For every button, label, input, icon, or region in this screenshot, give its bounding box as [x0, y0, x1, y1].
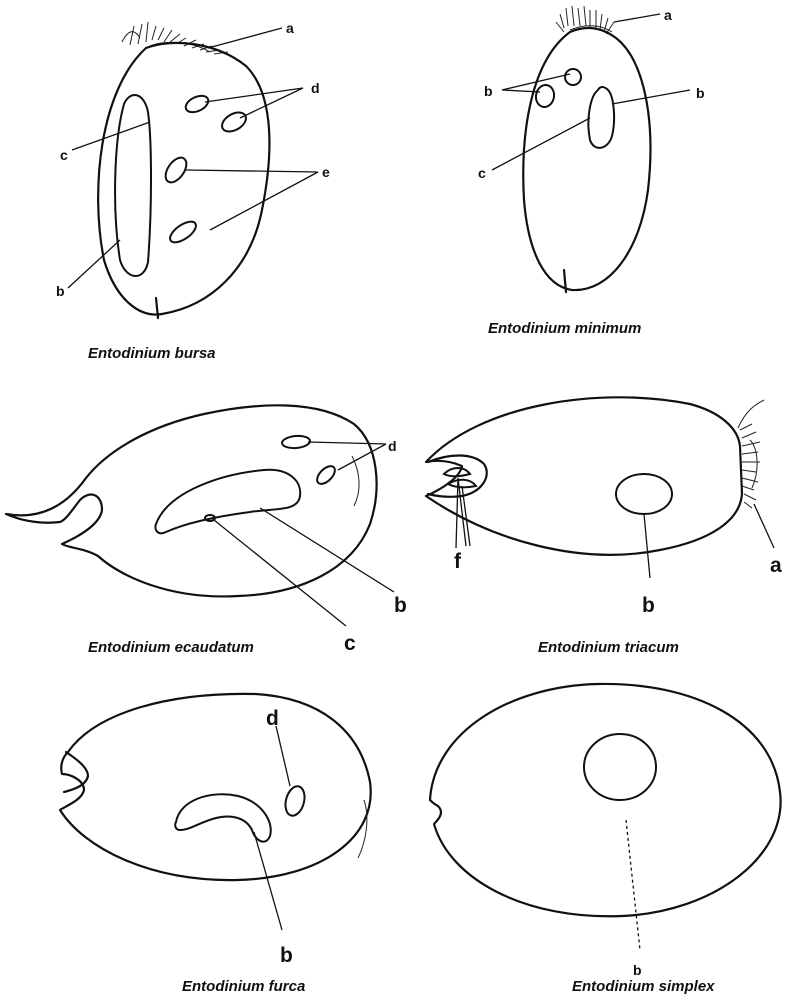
caption-minimum: Entodinium minimum	[488, 320, 641, 337]
label-c: c	[344, 632, 356, 655]
leader-lines	[254, 726, 290, 930]
label-d: d	[311, 80, 320, 96]
cell-outline	[98, 43, 269, 315]
label-d: d	[266, 707, 279, 730]
label-d: d	[388, 438, 397, 454]
label-b-left: b	[484, 83, 493, 99]
panel-entodinium-bursa: a d c e b Entodinium bursa	[56, 20, 330, 362]
organelle-b-2	[534, 84, 556, 109]
leader-lines	[492, 14, 690, 170]
caption-ecaudatum: Entodinium ecaudatum	[88, 639, 254, 656]
caption-furca: Entodinium furca	[182, 978, 305, 995]
label-b: b	[280, 944, 293, 967]
macronucleus	[616, 474, 672, 514]
panel-entodinium-ecaudatum: d b c Entodinium ecaudatum	[6, 405, 407, 656]
label-f: f	[454, 550, 462, 573]
panel-entodinium-triacum: f b a Entodinium triacum	[426, 397, 782, 656]
organelle-d	[282, 784, 307, 818]
label-b: b	[633, 962, 642, 978]
cell-outline	[523, 28, 650, 290]
macronucleus	[588, 87, 614, 148]
organelle-b-1	[565, 69, 581, 85]
label-b: b	[56, 283, 65, 299]
macronucleus	[175, 794, 271, 841]
cell-outline	[430, 684, 781, 916]
organelle-d-2	[314, 463, 338, 487]
label-e: e	[322, 164, 330, 180]
leader-lines	[68, 28, 318, 288]
cilia-fringe-icon	[352, 456, 359, 506]
panel-entodinium-furca: d b Entodinium furca	[60, 694, 371, 995]
panel-entodinium-minimum: a b b c Entodinium minimum	[478, 6, 705, 337]
cilia-tuft-icon	[556, 6, 614, 34]
label-b: b	[642, 594, 655, 617]
cell-outline	[6, 405, 377, 596]
label-c: c	[60, 147, 68, 163]
leader-lines	[214, 442, 394, 626]
caption-triacum: Entodinium triacum	[538, 639, 679, 656]
leader-lines	[456, 478, 774, 578]
label-a: a	[664, 7, 672, 23]
organelle-e-2	[167, 218, 200, 247]
label-c: c	[478, 165, 486, 181]
cell-outline	[60, 694, 371, 880]
cell-outline	[426, 397, 742, 554]
panel-entodinium-simplex: b Entodinium simplex	[430, 684, 781, 995]
label-a: a	[770, 554, 782, 577]
label-b: b	[394, 594, 407, 617]
organelle-d-2	[219, 109, 250, 136]
label-a: a	[286, 20, 294, 36]
organelle-d-1	[183, 93, 211, 116]
macronucleus	[115, 95, 151, 276]
caption-bursa: Entodinium bursa	[88, 345, 216, 362]
label-b-right: b	[696, 85, 705, 101]
caption-simplex: Entodinium simplex	[572, 978, 715, 995]
macronucleus	[584, 734, 656, 800]
organelle-d-1	[282, 435, 311, 449]
macronucleus	[155, 470, 300, 533]
leader-lines	[626, 820, 640, 950]
